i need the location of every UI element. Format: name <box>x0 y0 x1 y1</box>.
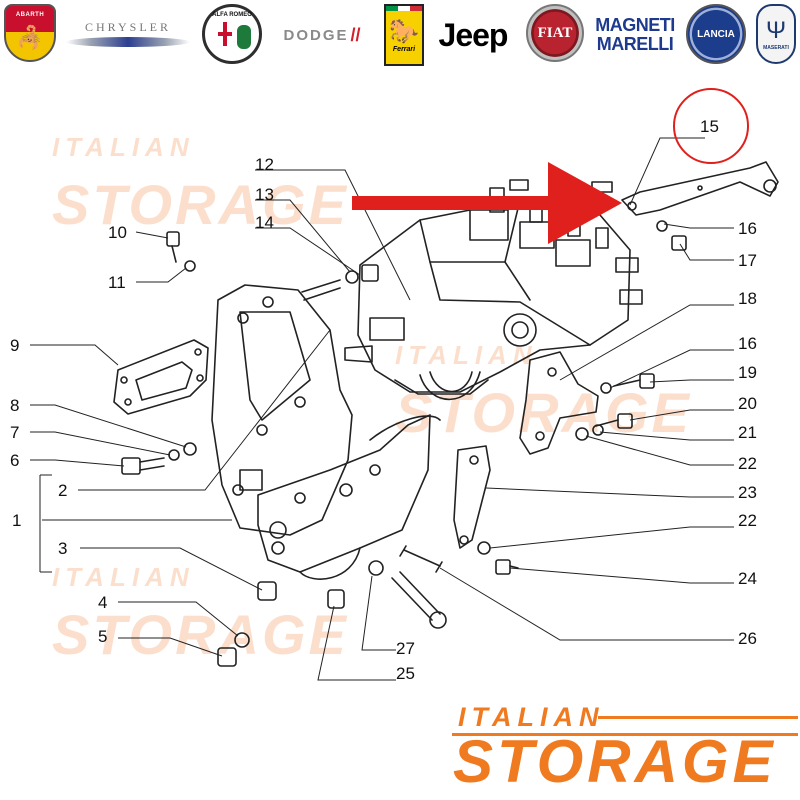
lancia-logo: LANCIA <box>686 4 746 64</box>
jeep-logo-text: Jeep <box>438 16 509 53</box>
biscione-icon <box>237 25 251 49</box>
dodge-stripes-icon: // <box>350 24 361 45</box>
callout-14: 14 <box>255 213 274 232</box>
chrysler-logo: CHRYSLER <box>62 4 194 66</box>
callout-21: 21 <box>738 423 757 442</box>
long-bolt-part <box>391 545 447 629</box>
magneti-marelli-logo: MAGNETI MARELLI <box>590 4 680 66</box>
callout-1: 1 <box>12 511 22 530</box>
seal-ring-part <box>234 632 250 648</box>
magneti-marelli-logo-line1: MAGNETI <box>595 15 675 35</box>
brand-rule-top <box>598 716 798 719</box>
leader-lines <box>30 137 734 681</box>
callout-22: 22 <box>738 454 757 473</box>
support-bracket-part <box>453 445 491 549</box>
callout-26: 26 <box>738 629 757 648</box>
callout-2: 2 <box>58 481 68 500</box>
callout-18: 18 <box>738 289 757 308</box>
cap-part <box>217 647 237 667</box>
callout-20: 20 <box>738 394 757 413</box>
highlight-circle <box>673 88 749 164</box>
alfa-romeo-logo: ALFA ROMEO <box>202 4 262 64</box>
callout-16: 16 <box>738 219 757 238</box>
red-arrow-icon <box>352 162 622 244</box>
fiat-logo-text: FIAT <box>537 24 573 41</box>
magneti-marelli-logo-line2: MARELLI <box>596 34 674 54</box>
callout-4: 4 <box>98 593 108 612</box>
callout-24: 24 <box>738 569 757 588</box>
brand-line1: ITALIAN <box>458 702 605 732</box>
gasket-part <box>113 339 209 415</box>
callout-3: 3 <box>58 539 68 558</box>
bolt-part <box>166 231 196 272</box>
stud-part <box>301 264 379 301</box>
washer-27-part <box>368 560 384 576</box>
scorpion-icon: 🦂 <box>16 25 44 50</box>
callout-8: 8 <box>10 396 20 415</box>
chrysler-logo-text: CHRYSLER <box>84 20 171 34</box>
brand-line2: STORAGE <box>453 728 777 795</box>
fiat-logo: FIAT <box>526 4 584 62</box>
red-cross-icon <box>218 22 232 46</box>
lever-bracket-part <box>621 161 779 251</box>
lower-support-part <box>257 414 441 580</box>
lancia-logo-text: LANCIA <box>697 28 735 40</box>
mounting-bracket-part <box>211 284 353 536</box>
callout-23: 23 <box>738 483 757 502</box>
callout-15: 15 <box>700 117 719 136</box>
callout-7: 7 <box>10 423 20 442</box>
callout-6: 6 <box>10 451 20 470</box>
ferrari-logo: 🐎 Ferrari <box>384 4 424 66</box>
callout-22-second: 22 <box>738 511 757 530</box>
callout-27: 27 <box>396 639 415 658</box>
callout-25: 25 <box>396 664 415 683</box>
prancing-horse-icon: 🐎 <box>389 18 419 45</box>
abarth-logo-text: ABARTH <box>15 12 45 18</box>
trident-icon: Ψ <box>765 17 787 44</box>
italian-flag-icon <box>386 6 422 11</box>
callout-17: 17 <box>738 251 757 270</box>
nut-25-part <box>327 589 345 609</box>
callout-19: 19 <box>738 363 757 382</box>
callout-5: 5 <box>98 627 108 646</box>
abarth-logo: ABARTH 🦂 <box>4 4 56 62</box>
callout-12: 12 <box>255 155 274 174</box>
callout-13: 13 <box>255 185 274 204</box>
jeep-logo: Jeep <box>430 4 516 66</box>
maserati-logo-text: MASERATI <box>763 45 789 51</box>
dodge-logo-text: DODGE <box>283 26 349 44</box>
brand-logo-bar: ABARTH 🦂 CHRYSLER ALFA ROMEO DODGE // 🐎 … <box>0 0 800 72</box>
callout-11: 11 <box>108 273 126 292</box>
ferrari-logo-text: Ferrari <box>392 46 416 53</box>
callout-16-second: 16 <box>738 334 757 353</box>
small-bolts-part <box>575 373 655 441</box>
nut-3-part <box>257 581 277 601</box>
alfa-romeo-logo-text: ALFA ROMEO <box>212 12 252 18</box>
chrysler-wings-icon <box>66 37 190 47</box>
maserati-logo: Ψ MASERATI <box>756 4 796 64</box>
dodge-logo: DODGE // <box>270 4 374 66</box>
callout-9: 9 <box>10 336 20 355</box>
callout-10: 10 <box>108 223 127 242</box>
brand-rule-mid <box>452 733 798 736</box>
